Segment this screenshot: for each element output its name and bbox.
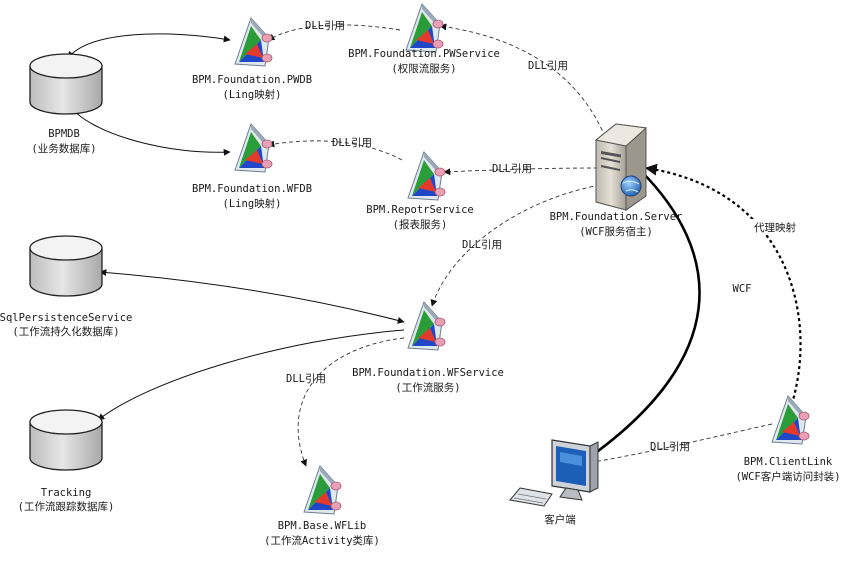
node-clientlink: BPM.ClientLink (WCF客户端访问封装) — [735, 395, 841, 483]
edge-server-pwservice — [439, 23, 611, 151]
edge-server-client — [566, 169, 701, 474]
component-icon — [771, 395, 810, 445]
node-client: 客户端 — [509, 439, 599, 526]
node-tracking: Tracking (工作流跟踪数据库) — [18, 409, 115, 513]
node-label: BPM.Base.WFLib — [278, 520, 367, 532]
edge-wfservice-wflib — [297, 337, 405, 467]
edge-wfservice-tracking — [97, 329, 405, 421]
edge-pwservice-pwdb — [267, 24, 401, 41]
node-label: SqlPersistenceService — [0, 312, 132, 324]
node-label: BPM.Foundation.PWService — [348, 48, 500, 60]
edge-label-server-wfservice: DLL引用 — [462, 238, 502, 251]
edge-report-wfdb — [267, 140, 403, 161]
node-server: BPM.Foundation.Server (WCF服务宿主) — [550, 123, 683, 238]
edge-label-bg — [748, 219, 802, 235]
node-label: BPM.Foundation.PWDB — [192, 74, 312, 86]
component-icon — [234, 123, 273, 173]
component-icon — [407, 151, 446, 201]
component-icon — [407, 301, 446, 351]
edge-label-server-report: DLL引用 — [492, 162, 532, 175]
node-label: BPM.Foundation.WFService — [352, 367, 504, 379]
edge-label-pw-server: DLL引用 — [528, 59, 568, 72]
node-label: BPM.RepotrService — [366, 204, 473, 216]
node-sublabel: (Ling映射) — [223, 88, 282, 101]
database-icon — [29, 235, 103, 297]
node-label: Tracking — [41, 487, 92, 499]
node-sublabel: (工作流服务) — [395, 381, 460, 394]
edge-clientlink-server — [644, 163, 802, 411]
database-icon — [29, 53, 103, 115]
node-label: 客户端 — [544, 513, 576, 526]
edge-sqlps-wfservice — [99, 269, 405, 324]
edge-bpmdb-pwdb — [67, 33, 231, 59]
node-pwdb: BPM.Foundation.PWDB (Ling映射) — [192, 17, 312, 101]
node-pwservice: BPM.Foundation.PWService (权限流服务) — [348, 3, 500, 75]
edge-server-wfservice — [430, 184, 601, 307]
node-sublabel: (工作流持久化数据库) — [12, 325, 119, 338]
edge-label-report-wfdb: DLL引用 — [332, 136, 372, 149]
node-wfservice: BPM.Foundation.WFService (工作流服务) — [352, 301, 504, 394]
node-label: BPMDB — [48, 128, 80, 140]
edge-label-wfservice-wflib: DLL引用 — [286, 372, 326, 385]
node-report: BPM.RepotrService (报表服务) — [366, 151, 474, 231]
node-label: BPM.Foundation.Server — [550, 211, 683, 223]
node-sublabel: (WCF服务宿主) — [579, 225, 653, 238]
node-sublabel: (工作流跟踪数据库) — [18, 500, 115, 513]
node-sublabel: (Ling映射) — [223, 197, 282, 210]
node-bpmdb: BPMDB (业务数据库) — [29, 53, 103, 155]
component-icon — [234, 17, 273, 67]
database-icon — [29, 409, 103, 471]
component-icon — [405, 3, 444, 53]
node-sublabel: (工作流Activity类库) — [264, 534, 380, 547]
edge-label-wcf: WCF — [733, 283, 752, 295]
computer-icon — [509, 439, 599, 507]
node-wflib: BPM.Base.WFLib (工作流Activity类库) — [264, 465, 380, 547]
node-label: BPM.Foundation.WFDB — [192, 183, 312, 195]
node-sublabel: (业务数据库) — [31, 142, 96, 155]
node-sublabel: (权限流服务) — [391, 62, 456, 75]
node-label: BPM.ClientLink — [744, 456, 833, 468]
edge-label-pw-pwdb: DLL引用 — [305, 19, 345, 32]
node-wfdb: BPM.Foundation.WFDB (Ling映射) — [192, 123, 312, 210]
node-sublabel: (WCF客户端访问封装) — [735, 470, 840, 483]
component-icon — [303, 465, 342, 515]
node-sqlps: SqlPersistenceService (工作流持久化数据库) — [0, 235, 132, 338]
edge-label-proxy: 代理映射 — [754, 221, 796, 234]
server-icon — [594, 123, 648, 211]
edge-label-clientlink-client: DLL引用 — [650, 440, 690, 453]
node-sublabel: (报表服务) — [393, 218, 448, 231]
edge-bpmdb-wfdb — [67, 103, 231, 156]
